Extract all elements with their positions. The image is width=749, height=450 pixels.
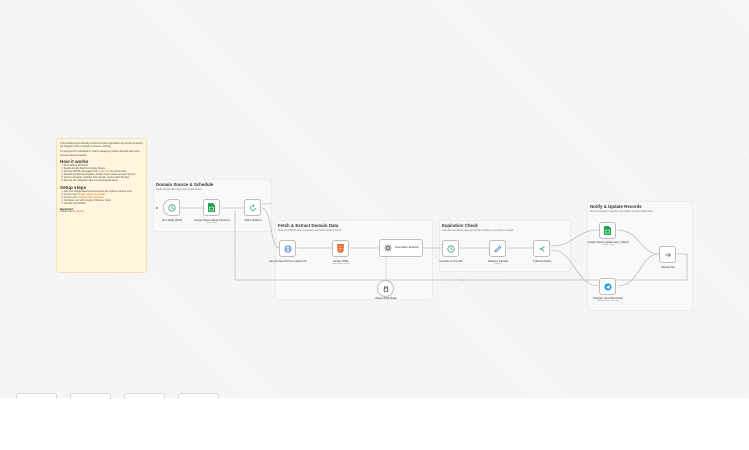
note-setup-step: Add your Google Sheets ID and ensure the… — [64, 191, 143, 194]
note-setup-step: Connect your Google Sheets credentials — [64, 194, 143, 197]
note-setup-step: Configure your LLM provider (Ollama or o… — [64, 200, 143, 203]
note-intro-3: It's designed for individuals or teams m… — [60, 150, 140, 154]
ai-extractor-icon — [384, 244, 392, 252]
note-setup-list: Add your Google Sheets ID and ensure the… — [60, 191, 143, 206]
note-setup-step: Activate the workflow — [64, 203, 143, 206]
pencil-icon — [494, 245, 501, 252]
group-desc: Sends a Telegram reminder and updates th… — [590, 211, 654, 213]
clock-icon — [167, 203, 176, 212]
node-information-extractor-label: Information Extractor — [395, 246, 420, 250]
edge-if-telegram — [550, 249, 600, 287]
note-how-title: How it works — [60, 158, 89, 164]
bottom-tab[interactable] — [178, 393, 219, 399]
google-sheets-icon — [604, 226, 611, 235]
edge-start-dot — [156, 207, 158, 209]
edge-telegram-replace — [616, 253, 660, 287]
note-setup-step: Connect your Telegram Bot credentials — [64, 197, 143, 200]
group-title: Fetch & Extract Domain Data — [278, 223, 339, 228]
note-intro-1: This workflow automatically monitors dom… — [60, 142, 143, 145]
telegram-credentials-link[interactable]: Telegram Bot credentials — [78, 196, 104, 199]
node-gsheets-update[interactable] — [599, 222, 616, 239]
note-how-list: Runs daily at 08:00 AM Reads domain data… — [60, 165, 143, 183]
node-gsheets-read-label: Google Sheets (Read Domains)read: sheet — [194, 219, 230, 224]
bottom-tab[interactable] — [70, 393, 111, 399]
sticky-note[interactable]: This workflow automatically monitors dom… — [56, 138, 147, 273]
bottom-tab[interactable] — [124, 393, 165, 399]
node-cron-label: Cron (Daily 08:00) — [161, 219, 183, 222]
edge-split-loop — [261, 202, 272, 205]
google-sheets-icon — [208, 203, 215, 212]
node-telegram-send[interactable] — [599, 278, 616, 295]
ollama-icon — [383, 285, 388, 292]
group-title: Expiration Check — [442, 223, 478, 228]
group-desc: Loads domain data daily from Google Shee… — [156, 189, 203, 191]
edge-arrow — [460, 279, 463, 281]
node-ollama-model[interactable] — [377, 280, 394, 297]
node-datetime-diff[interactable] — [442, 240, 459, 257]
html-icon — [337, 244, 344, 253]
node-split-batches[interactable] — [244, 199, 261, 216]
edge-replace-loop — [234, 210, 688, 281]
node-if-label: If (Should Notify) — [532, 260, 552, 263]
note-intro-2: via Telegram when a domain is close to e… — [60, 145, 112, 149]
note-how-step: Runs daily at 08:00 AM — [64, 165, 143, 168]
note-how-step: Reads domain data from Google Sheets — [64, 168, 143, 171]
sheets-credentials-link[interactable]: Google Sheets credentials — [78, 193, 106, 196]
whois-link[interactable]: whois.com — [98, 170, 110, 173]
branch-icon — [538, 245, 545, 252]
group-desc: Retrieves WHOIS data and extracts expira… — [278, 230, 342, 232]
group-desc: Calculates remaining days and decides wh… — [442, 230, 514, 232]
node-gsheets-read[interactable] — [203, 199, 220, 216]
group-fetch-extract[interactable]: Fetch & Extract Domain Data Retrieves WH… — [275, 220, 433, 300]
edge-if-sheets — [550, 229, 600, 247]
node-split-label: Split In Batches — [244, 219, 262, 222]
node-telegram-label: Telegram (Send Reminder)sendMessage: mes… — [592, 297, 623, 302]
edge-sheets-replace — [616, 229, 660, 255]
node-replace-label: Replace Me — [661, 266, 675, 269]
linkedin-link[interactable]: LinkedIn — [75, 211, 85, 214]
node-replace-me[interactable] — [659, 246, 676, 263]
node-if-should-notify[interactable] — [533, 240, 550, 257]
telegram-icon — [603, 282, 612, 291]
bottom-tab[interactable] — [16, 393, 57, 399]
node-gsheets-update-label: Google Sheets (Update last_notified)upda… — [587, 241, 629, 246]
node-extract-html[interactable] — [332, 240, 349, 257]
node-ollama-label: Ollama Chat Model — [375, 297, 397, 300]
note-help-text: Contact me on LinkedIn — [60, 211, 85, 214]
edge-split-http — [261, 207, 280, 249]
note-intro-4: prevent missed renewals. — [60, 153, 88, 157]
note-how-step: Sends a Telegram reminder if the domain … — [64, 177, 143, 180]
note-how-step: Fetches WHOIS information from whois.com… — [64, 171, 143, 174]
node-http-label: Get raw data html from whois.com — [269, 260, 307, 263]
clock-icon — [446, 244, 455, 253]
node-whatnew-maintain[interactable] — [489, 240, 506, 257]
workflow-canvas[interactable]: This workflow automatically monitors dom… — [0, 0, 749, 398]
note-how-step: Records the notification date to avoid d… — [64, 180, 143, 183]
workflow-connections — [156, 202, 688, 287]
arrow-right-icon — [664, 252, 671, 257]
node-datetime-label: Get Date & Time Diff — [439, 260, 463, 263]
note-setup-title: Setup steps — [60, 184, 87, 190]
refresh-icon — [249, 203, 256, 211]
note-help-title: Need Help? — [60, 207, 74, 211]
node-http-request[interactable] — [279, 240, 296, 257]
node-information-extractor[interactable]: Information Extractor — [379, 239, 423, 257]
globe-icon — [283, 244, 292, 253]
node-cron[interactable] — [163, 199, 180, 216]
note-how-step: Extracts the data: Expiry/date, domain o… — [64, 174, 143, 177]
group-title: Domain Source & Schedule — [156, 182, 214, 187]
group-title: Notify & Update Records — [590, 204, 642, 209]
